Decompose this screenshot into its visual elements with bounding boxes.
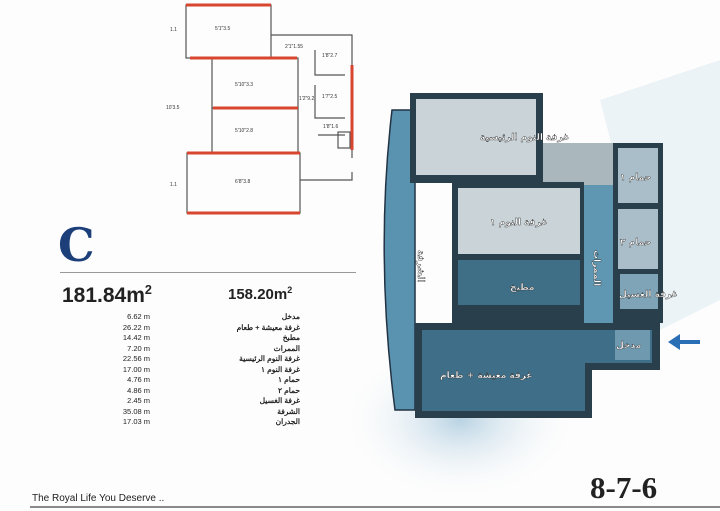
area-label: حمام ٢ xyxy=(277,385,300,395)
area-value: 4.86 m xyxy=(127,385,150,395)
gross-area: 181.84m2 xyxy=(62,283,152,308)
area-row: 26.22 m غرفة معيشة + طعام xyxy=(100,323,300,334)
area-label: مطبخ xyxy=(282,333,300,342)
area-row: 14.42 m مطبخ xyxy=(100,333,300,344)
area-label: مدخل xyxy=(281,312,300,321)
floor-plan-3d: غرفة النوم الرئيسية غرفة النوم ١ مطبخ ال… xyxy=(383,93,700,418)
dim-label: 1.1 xyxy=(170,27,177,33)
area-label: الجدران xyxy=(275,417,300,426)
area-row: 4.76 m حمام ١ xyxy=(100,375,300,386)
dim-label: 2'1"1.55 xyxy=(285,44,303,50)
area-label: غرفة النوم ١ xyxy=(260,364,300,374)
gross-area-value: 181.84m xyxy=(62,284,145,307)
label-laundry: غرفة الغسيل xyxy=(619,290,678,300)
area-value: 26.22 m xyxy=(122,322,150,332)
bath2-area xyxy=(618,209,658,269)
area-value: 35.08 m xyxy=(122,406,150,416)
label-master-bedroom: غرفة النوم الرئيسية xyxy=(480,133,569,143)
laundry-area xyxy=(620,274,658,309)
unit-type-letter: C xyxy=(58,218,95,272)
dim-label: 1'7"2.5 xyxy=(322,94,337,100)
dim-label: 1'8"1.6 xyxy=(323,124,338,130)
area-label: غرفة الغسيل xyxy=(259,396,300,405)
area-value: 7.20 m xyxy=(127,343,150,353)
area-row: 17.03 m الجدران xyxy=(100,417,300,428)
area-value: 14.42 m xyxy=(122,333,150,342)
floor-plan-2d: 5'1"3.5 5'10"3.3 5'10"2.8 6'8"3.8 2'1"1.… xyxy=(166,3,354,215)
dim-label: 1'8"2.7 xyxy=(322,53,337,59)
label-living: غرفة معيشة + طعام xyxy=(440,371,533,381)
balcony-area xyxy=(383,109,416,411)
net-area-value: 158.20m xyxy=(228,286,288,303)
corridor-area xyxy=(584,185,614,325)
label-entrance: مدخل xyxy=(616,341,641,351)
entrance-area xyxy=(615,330,650,360)
label-corridors: الممرات xyxy=(591,250,601,286)
net-area: 158.20m2 xyxy=(228,285,292,303)
area-value: 17.03 m xyxy=(122,417,150,426)
area-row: 22.56 m غرفة النوم الرئيسية xyxy=(100,354,300,365)
dim-label: 1'2"9.2 xyxy=(299,96,314,102)
area-row: 7.20 m الممرات xyxy=(100,344,300,355)
label-bath1: حمام ١ xyxy=(620,173,651,183)
area-unit-sup: 2 xyxy=(287,285,293,295)
dim-label: 6'8"3.8 xyxy=(235,179,250,185)
label-bath2: حمام ٢ xyxy=(620,238,651,248)
area-value: 4.76 m xyxy=(127,375,150,384)
area-row: 35.08 m الشرفة xyxy=(100,407,300,418)
dim-label: 5'10"2.8 xyxy=(235,128,253,134)
area-value: 22.56 m xyxy=(122,354,150,363)
dim-label: 5'10"3.3 xyxy=(235,82,253,88)
bath1-area xyxy=(618,148,658,203)
dim-label: 1.1 xyxy=(170,182,177,188)
area-label: غرفة معيشة + طعام xyxy=(236,322,300,332)
floor-numbers: 8-7-6 xyxy=(590,470,658,505)
area-label: حمام ١ xyxy=(277,375,300,384)
area-label: الممرات xyxy=(273,343,300,353)
area-label: الشرفة xyxy=(277,406,300,416)
area-label: غرفة النوم الرئيسية xyxy=(239,354,300,363)
area-unit-sup: 2 xyxy=(144,283,152,297)
area-row: 4.86 m حمام ٢ xyxy=(100,386,300,397)
footer-rule xyxy=(30,506,720,508)
tagline: The Royal Life You Deserve .. xyxy=(32,493,165,504)
kitchen-area xyxy=(458,260,580,305)
entrance-arrow-icon xyxy=(668,334,700,350)
label-balcony: الشرفة xyxy=(415,250,425,283)
area-row: 17.00 m غرفة النوم ١ xyxy=(100,365,300,376)
divider xyxy=(60,272,356,273)
label-bedroom1: غرفة النوم ١ xyxy=(490,218,547,228)
area-value: 6.62 m xyxy=(127,312,150,321)
area-value: 2.45 m xyxy=(127,396,150,405)
area-value: 17.00 m xyxy=(122,364,150,374)
dim-label: 5'1"3.5 xyxy=(215,26,230,32)
label-kitchen: مطبخ xyxy=(510,283,535,293)
dim-label: 10'3.5 xyxy=(166,105,180,111)
area-row: 6.62 m مدخل xyxy=(100,312,300,323)
area-row: 2.45 m غرفة الغسيل xyxy=(100,396,300,407)
